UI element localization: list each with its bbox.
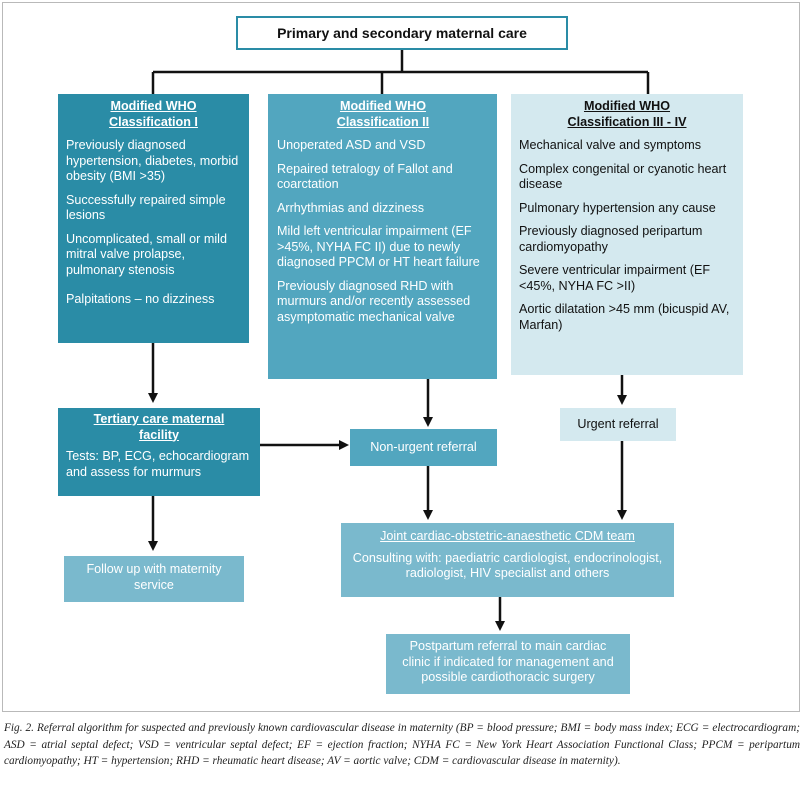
- urgent-referral-box: Urgent referral: [560, 408, 676, 441]
- list-item: Arrhythmias and dizziness: [277, 200, 424, 215]
- tertiary-care-tests: Tests: BP, ECG, echocardiogram and asses…: [66, 449, 250, 479]
- who-class-3-4-heading: Modified WHO Classification III - IV: [567, 99, 687, 129]
- who-class-1-box: Modified WHO Classification I Previously…: [58, 94, 249, 343]
- who-class-2-heading: Modified WHO Classification II: [336, 99, 430, 129]
- follow-up-box: Follow up with maternity service: [64, 556, 244, 602]
- list-item: Repaired tetralogy of Fallot and coarcta…: [277, 161, 453, 192]
- who-class-2-list: Unoperated ASD and VSD Repaired tetralog…: [277, 138, 489, 325]
- primary-secondary-care-box: Primary and secondary maternal care: [236, 16, 568, 50]
- cdm-team-consulting: Consulting with: paediatric cardiologist…: [352, 550, 663, 581]
- primary-secondary-care-title: Primary and secondary maternal care: [277, 25, 527, 41]
- connector-lines: [148, 50, 650, 631]
- who-class-1-list: Previously diagnosed hypertension, diabe…: [66, 138, 241, 308]
- list-item: Successfully repaired simple lesions: [66, 192, 226, 223]
- who-class-3-4-list: Mechanical valve and symptoms Complex co…: [519, 138, 735, 333]
- list-item: Previously diagnosed RHD with murmurs an…: [277, 278, 471, 324]
- tertiary-care-heading: Tertiary care maternal facility: [93, 412, 225, 442]
- list-item: Complex congenital or cyanotic heart dis…: [519, 161, 727, 192]
- cdm-team-heading: Joint cardiac-obstetric-anaesthetic CDM …: [380, 529, 635, 543]
- tertiary-care-box: Tertiary care maternal facility Tests: B…: [58, 408, 260, 496]
- list-item: Previously diagnosed peripartum cardiomy…: [519, 224, 703, 254]
- list-item: Mild left ventricular impairment (EF >45…: [277, 224, 480, 269]
- list-item: Pulmonary hypertension any cause: [519, 200, 716, 215]
- non-urgent-referral-box: Non-urgent referral: [350, 429, 497, 466]
- list-item: Palpitations – no dizziness: [66, 292, 215, 306]
- postpartum-referral-label: Postpartum referral to main cardiac clin…: [402, 639, 614, 684]
- non-urgent-referral-label: Non-urgent referral: [370, 440, 477, 454]
- list-item: Severe ventricular impairment (EF <45%, …: [519, 263, 711, 293]
- list-item: Unoperated ASD and VSD: [277, 138, 426, 152]
- urgent-referral-label: Urgent referral: [577, 417, 659, 431]
- cdm-team-box: Joint cardiac-obstetric-anaesthetic CDM …: [341, 523, 674, 597]
- postpartum-referral-box: Postpartum referral to main cardiac clin…: [386, 634, 630, 694]
- who-class-1-heading: Modified WHO Classification I: [109, 99, 198, 129]
- list-item: Previously diagnosed hypertension, diabe…: [66, 138, 239, 183]
- figure-frame: [2, 2, 800, 712]
- figure-caption: Fig. 2. Referral algorithm for suspected…: [4, 722, 800, 767]
- list-item: Mechanical valve and symptoms: [519, 138, 701, 152]
- list-item: Aortic dilatation >45 mm (bicuspid AV, M…: [519, 302, 730, 332]
- who-class-3-4-box: Modified WHO Classification III - IV Mec…: [511, 94, 743, 375]
- follow-up-label: Follow up with maternity service: [86, 562, 222, 592]
- who-class-2-box: Modified WHO Classification II Unoperate…: [268, 94, 497, 379]
- list-item: Uncomplicated, small or mild mitral valv…: [66, 231, 227, 277]
